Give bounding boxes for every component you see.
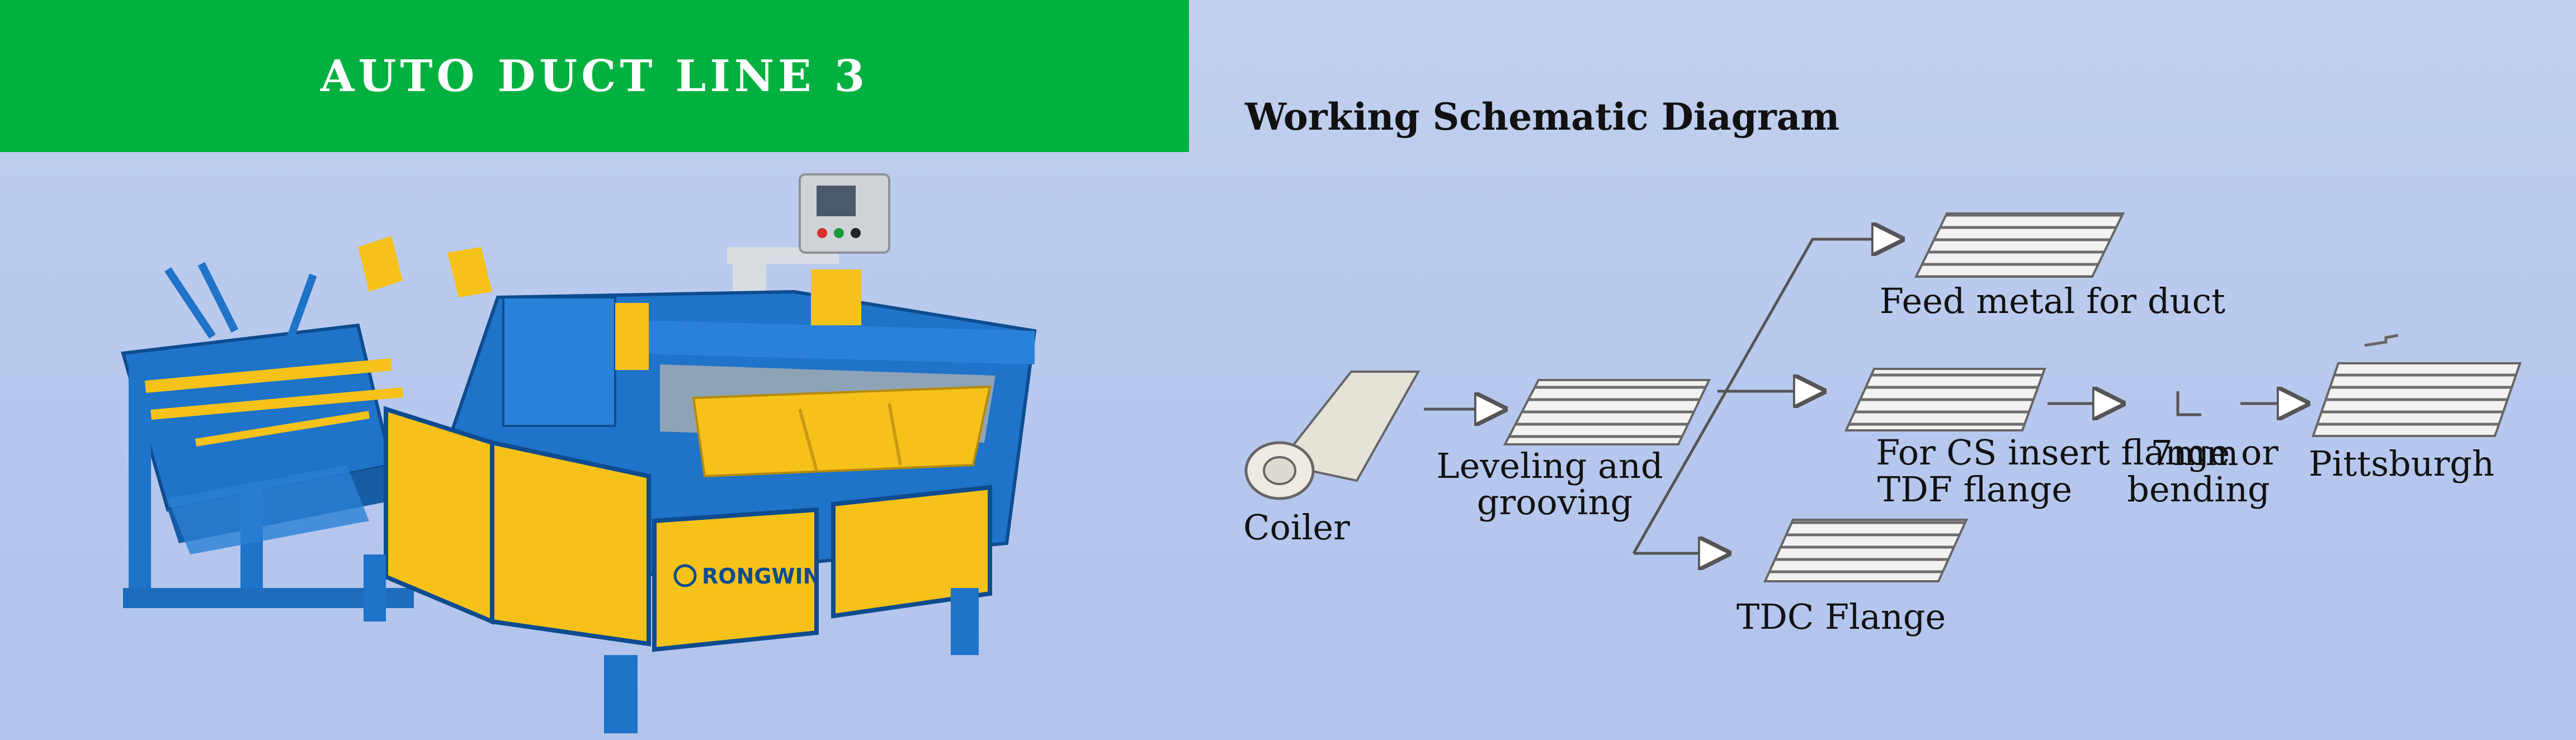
tdc-flange-label: TDC Flange <box>1737 596 1946 637</box>
cs-flange-sheet-icon <box>1844 368 2046 431</box>
coiler-label: Coiler <box>1243 507 1350 548</box>
pittsburgh-seam-glyph <box>2364 334 2399 347</box>
feed-metal-sheet-icon <box>1914 212 2125 278</box>
main-machine-body: RONGWIN <box>364 269 1037 733</box>
brand-logo-text: RONGWIN <box>702 564 820 589</box>
page-title: AUTO DUCT LINE 3 <box>320 50 869 102</box>
control-panel <box>727 173 890 331</box>
working-schematic: Coiler Leveling and grooving Feed metal … <box>1243 212 2522 637</box>
title-banner: AUTO DUCT LINE 3 <box>0 0 1189 152</box>
cs-flange-label-line1: For CS insert flange or <box>1876 432 2278 473</box>
coiler-icon <box>1244 371 1421 500</box>
tdc-flange-sheet-icon <box>1763 519 1969 582</box>
leveling-sheet-icon <box>1503 379 1711 445</box>
bending-glyph <box>2176 391 2201 416</box>
arrow-to-feed-metal <box>1632 239 1899 554</box>
bending-label-line1: 7mm <box>2150 433 2238 473</box>
pittsburgh-label: Pittsburgh <box>2309 443 2494 484</box>
leveling-label-line1: Leveling and <box>1436 445 1663 486</box>
leveling-label-line2: grooving <box>1477 482 1633 523</box>
machine-illustration: RONGWIN <box>121 173 1037 733</box>
diagram-title: Working Schematic Diagram <box>1245 95 1840 139</box>
bending-label-line2: bending <box>2127 469 2270 510</box>
feed-metal-label: Feed metal for duct <box>1880 281 2225 321</box>
cs-flange-label-line2: TDF flange <box>1877 469 2072 510</box>
pittsburgh-sheet-icon <box>2311 362 2522 437</box>
